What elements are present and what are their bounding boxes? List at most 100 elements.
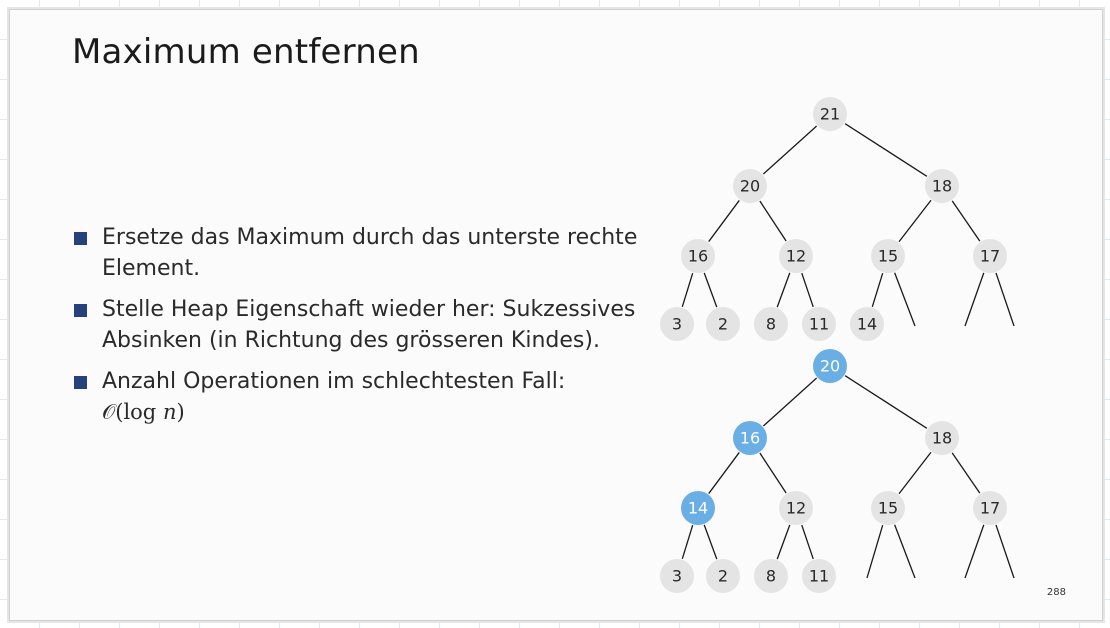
heap-edge	[759, 200, 787, 242]
heap-node: 21	[813, 97, 847, 131]
bullet-text: Ersetze das Maximum durch das unterste r…	[102, 225, 638, 281]
heap-edge	[708, 200, 740, 242]
formula-close-paren: )	[176, 400, 185, 424]
heap-edge	[964, 524, 985, 579]
heap-edge	[898, 451, 932, 495]
heap-edge	[759, 452, 787, 494]
heap-edge	[964, 272, 985, 327]
heap-edge	[681, 525, 694, 559]
big-o-symbol: 𝒪	[102, 400, 116, 424]
heap-node-value: 20	[820, 357, 840, 376]
heap-node-circle	[779, 239, 813, 273]
bullet-text: Stelle Heap Eigenschaft wieder her: Sukz…	[102, 297, 636, 353]
bullet-marker-icon	[74, 232, 87, 245]
page-number: 288	[1046, 587, 1066, 598]
heap-node: 12	[779, 239, 813, 273]
slide: Maximum entfernen Ersetze das Maximum du…	[9, 9, 1103, 621]
heap-node-value: 3	[672, 567, 682, 586]
slide-title: Maximum entfernen	[72, 32, 420, 72]
heap-node: 11	[802, 559, 836, 593]
heap-node: 3	[660, 307, 694, 341]
heap-node: 2	[706, 559, 740, 593]
heap-node-value: 11	[809, 315, 829, 334]
heap-edge	[801, 524, 814, 560]
heap-node-value: 15	[878, 247, 898, 266]
heap-edge	[995, 272, 1015, 327]
heap-edge	[894, 272, 916, 327]
heap-node: 20	[813, 349, 847, 383]
heap-node-circle	[925, 421, 959, 455]
heap-node-value: 15	[878, 499, 898, 518]
heap-node-circle-highlighted	[681, 491, 715, 525]
heap-node-value: 8	[766, 315, 776, 334]
heap-node-value: 14	[857, 315, 877, 334]
heap-edge	[762, 377, 818, 427]
heap-node-circle-highlighted	[733, 421, 767, 455]
bullet-marker-icon	[74, 304, 87, 317]
heap-node-circle	[973, 239, 1007, 273]
heap-edge	[776, 272, 791, 308]
heap-node-circle	[925, 169, 959, 203]
heap-node-value: 2	[718, 315, 728, 334]
heap-node: 12	[779, 491, 813, 525]
heap-node: 15	[871, 491, 905, 525]
heap-edge	[762, 125, 818, 175]
heap-node-circle	[754, 559, 788, 593]
heap-node-circle	[754, 307, 788, 341]
heap-node: 11	[802, 307, 836, 341]
heap-node: 2	[706, 307, 740, 341]
heap-edge	[703, 272, 718, 308]
heap-node-circle	[660, 559, 694, 593]
heap-node-circle	[706, 559, 740, 593]
heap-node-value: 16	[688, 247, 708, 266]
heap-node-circle	[802, 307, 836, 341]
complexity-formula: 𝒪(log n)	[102, 400, 185, 424]
heap-edge	[844, 123, 928, 177]
heap-node-value: 8	[766, 567, 776, 586]
heap-edge	[951, 452, 981, 494]
heap-node: 17	[973, 239, 1007, 273]
heap-edge	[894, 524, 916, 579]
heap-node-circle	[802, 559, 836, 593]
heap-node-circle	[973, 491, 1007, 525]
heap-node: 3	[660, 559, 694, 593]
heap-node-circle	[813, 97, 847, 131]
heap-node-value: 20	[740, 177, 760, 196]
heap-edge	[776, 524, 791, 560]
heap-edge	[708, 452, 740, 494]
heap-node: 18	[925, 169, 959, 203]
heap-node: 20	[733, 169, 767, 203]
heap-node-circle	[660, 307, 694, 341]
heap-node-value: 16	[740, 429, 760, 448]
heap-node: 15	[871, 239, 905, 273]
heap-node: 8	[754, 307, 788, 341]
heap-node-value: 17	[980, 247, 1000, 266]
heap-node-value: 12	[786, 499, 806, 518]
heap-node-value: 17	[980, 499, 1000, 518]
heap-node-value: 21	[820, 105, 840, 124]
heap-edge	[995, 524, 1015, 579]
heap-edge	[866, 525, 884, 579]
heap-node-value: 14	[688, 499, 708, 518]
heap-node-circle-highlighted	[813, 349, 847, 383]
heap-node-value: 11	[809, 567, 829, 586]
heap-node-value: 2	[718, 567, 728, 586]
formula-variable: n	[162, 400, 177, 424]
heap-node-circle	[779, 491, 813, 525]
heap-node-circle	[733, 169, 767, 203]
heap-node: 18	[925, 421, 959, 455]
heap-node: 8	[754, 559, 788, 593]
heap-edge	[703, 524, 718, 560]
heap-node-circle	[706, 307, 740, 341]
bullet-marker-icon	[74, 376, 87, 389]
heap-edge	[844, 375, 928, 429]
bullet-item: Ersetze das Maximum durch das unterste r…	[72, 222, 662, 284]
heap-node: 16	[733, 421, 767, 455]
bullet-list: Ersetze das Maximum durch das unterste r…	[72, 222, 662, 438]
bullet-text: Anzahl Operationen im schlechtesten Fall…	[102, 369, 566, 394]
heap-node: 14	[681, 491, 715, 525]
heap-node-value: 3	[672, 315, 682, 334]
heap-edge	[801, 272, 814, 308]
heap-node-value: 18	[932, 429, 952, 448]
heap-edge	[681, 273, 694, 307]
